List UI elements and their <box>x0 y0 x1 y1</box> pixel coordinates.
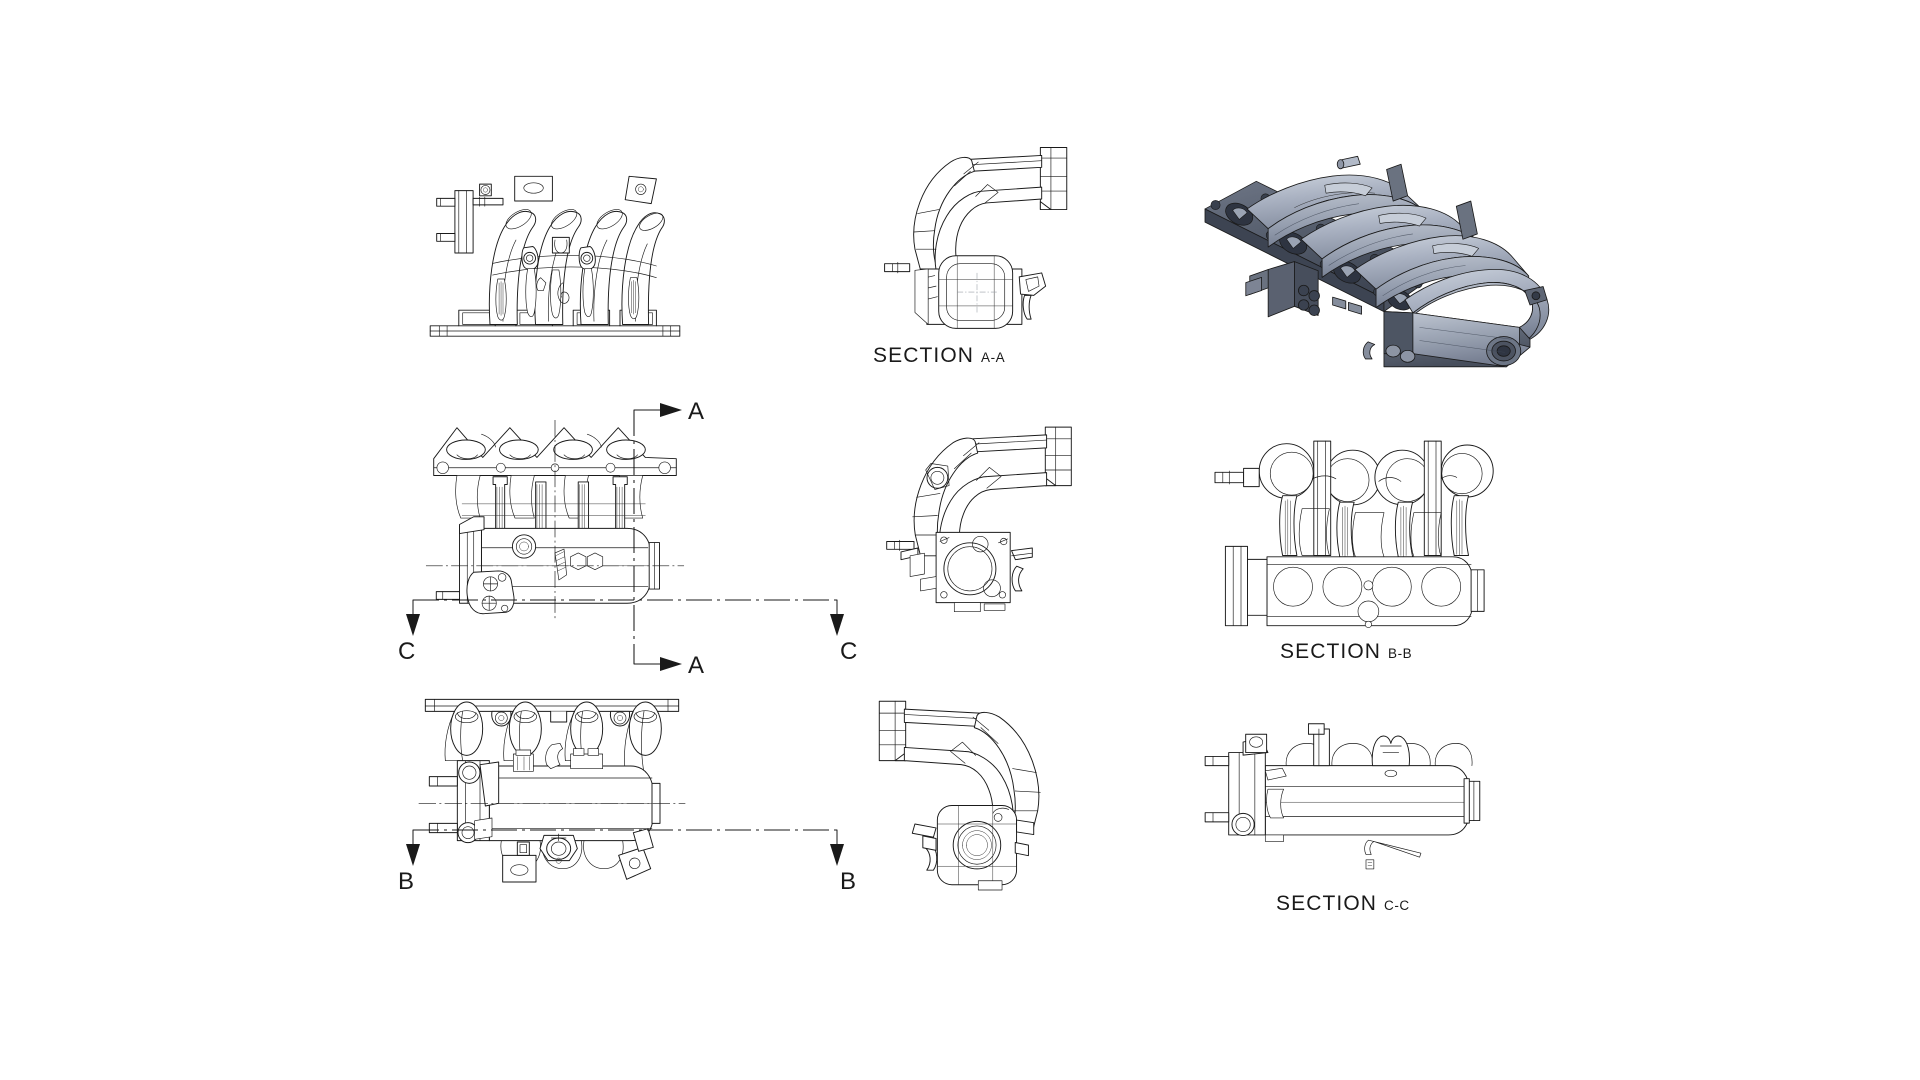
isometric-3d-view <box>1195 130 1565 380</box>
bottom-plan-view <box>418 690 686 890</box>
cut-marker-c-left: C <box>398 638 416 665</box>
section-cc-label: SECTION C-C <box>1276 892 1410 915</box>
right-side-view <box>880 418 1078 613</box>
cut-line-aa <box>633 403 682 671</box>
cut-marker-b-right: B <box>840 868 857 895</box>
top-plan-view <box>425 420 685 620</box>
cut-marker-a-bottom: A <box>688 652 705 679</box>
section-aa-view: SECTION A-A <box>873 132 1076 367</box>
section-bb-label: SECTION B-B <box>1280 640 1413 663</box>
left-side-view <box>874 692 1072 891</box>
section-cc-view: SECTION C-C <box>1204 712 1494 915</box>
front-elevation-view <box>425 135 685 345</box>
cut-line-cc <box>406 599 844 636</box>
section-bb-view: SECTION B-B <box>1212 432 1504 663</box>
cut-marker-a-top: A <box>688 398 705 425</box>
section-aa-label: SECTION A-A <box>873 344 1006 367</box>
cut-line-bb <box>406 829 844 866</box>
cut-marker-b-left: B <box>398 868 415 895</box>
cut-marker-c-right: C <box>840 638 858 665</box>
